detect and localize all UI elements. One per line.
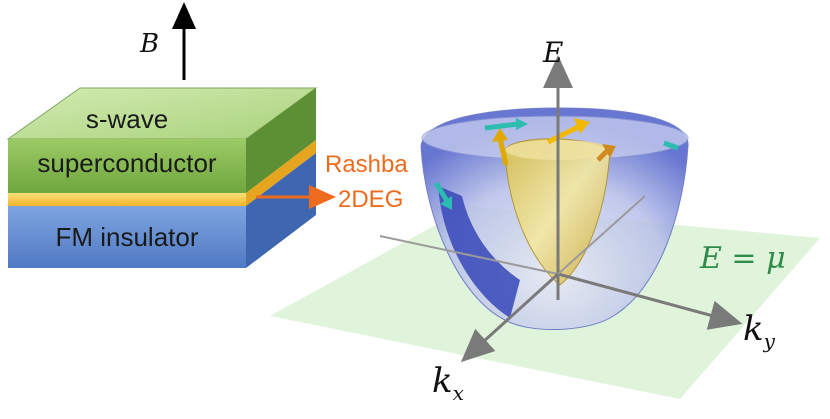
kx-axis: [460, 272, 560, 363]
superconductor-side-face: [246, 88, 316, 193]
callout-line1: Rashba: [325, 151, 408, 178]
superconductor-label-line2: superconductor: [37, 148, 217, 178]
ky-axis-subscript: y: [763, 329, 776, 353]
heterostructure-block: B s-wave superconductor FM insulator: [6, 2, 318, 268]
spin-arrows: [433, 118, 679, 210]
outer-band-cutaway: [438, 186, 520, 318]
kx-axis-label: kx: [432, 361, 464, 405]
callout-line2: 2DEG: [338, 186, 403, 213]
fermi-level-label: E = μ: [699, 241, 786, 276]
superconductor-layer: [8, 139, 246, 193]
ky-axis-back: [379, 235, 559, 275]
kx-axis-back: [557, 195, 646, 275]
superconductor-label-line1: s-wave: [86, 104, 168, 134]
ky-axis-label: ky: [743, 309, 776, 353]
energy-axis-label: E: [542, 36, 563, 69]
magnetic-field-label: B: [139, 29, 159, 59]
insulator-side-face: [246, 153, 316, 268]
twodeg-side-face: [246, 140, 316, 206]
ky-axis: [557, 272, 743, 330]
insulator-layer: [8, 206, 246, 268]
insulator-label: FM insulator: [55, 222, 198, 252]
twodeg-callout: Rashba 2DEG: [256, 151, 408, 213]
band-structure-plot: E kx ky E = μ: [270, 36, 820, 405]
kx-axis-subscript: x: [453, 381, 464, 405]
twodeg-layer: [8, 193, 246, 206]
